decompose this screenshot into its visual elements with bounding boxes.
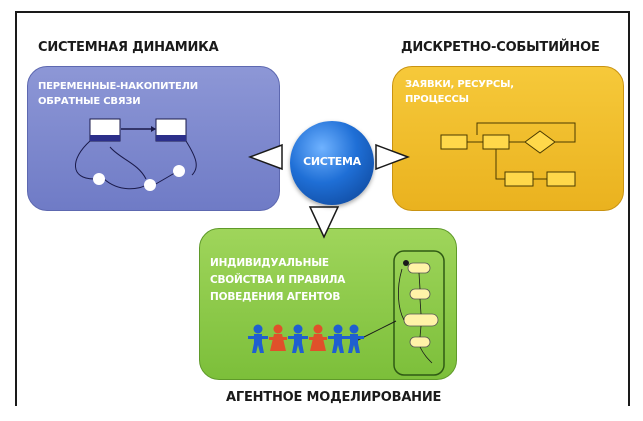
pointer-to-agent-based xyxy=(308,206,340,239)
process-block-2 xyxy=(482,134,510,150)
des-line-2: ПРОЦЕССЫ xyxy=(405,94,469,105)
system-dynamics-panel: ПЕРЕМЕННЫЕ-НАКОПИТЕЛИ ОБРАТНЫЕ СВЯЗИ xyxy=(27,66,280,211)
feedback-loop-left xyxy=(75,140,95,180)
feedback-loop-right xyxy=(185,140,197,176)
process-block-3 xyxy=(504,171,534,187)
discrete-event-title: ДИСКРЕТНО-СОБЫТИЙНОЕ xyxy=(401,40,600,55)
decision-diamond xyxy=(524,130,556,154)
transition-4 xyxy=(419,346,433,364)
abm-line-2: СВОЙСТВА И ПРАВИЛА xyxy=(210,274,346,286)
state-4 xyxy=(409,336,431,348)
feedback-loop-bottom xyxy=(103,178,147,190)
agent-based-description: ИНДИВИДУАЛЬНЫЕ СВОЙСТВА И ПРАВИЛА ПОВЕДЕ… xyxy=(210,255,345,306)
process-flow-illustration xyxy=(440,122,576,187)
flow-arrow-head xyxy=(151,126,156,132)
agent-figure-3 xyxy=(288,324,308,353)
system-center-circle: СИСТЕМА xyxy=(290,121,374,205)
transition-loop xyxy=(398,268,405,321)
sd-line-1: ПЕРЕМЕННЫЕ-НАКОПИТЕЛИ xyxy=(38,81,198,92)
process-block-4 xyxy=(546,171,576,187)
auxiliary-node-2 xyxy=(144,179,156,191)
stock-box-right-level xyxy=(156,135,186,141)
system-dynamics-title: СИСТЕМНАЯ ДИНАМИКА xyxy=(38,40,219,55)
agent-based-panel: ИНДИВИДУАЛЬНЫЕ СВОЙСТВА И ПРАВИЛА ПОВЕДЕ… xyxy=(199,228,457,380)
frame-right-line xyxy=(628,11,630,406)
process-block-1 xyxy=(440,134,468,150)
agent-figure-5 xyxy=(328,324,348,353)
transition-1 xyxy=(418,272,421,290)
feedback-link-diag xyxy=(109,146,147,180)
agent-based-title: АГЕНТНОЕ МОДЕЛИРОВАНИЕ xyxy=(226,390,442,405)
pointer-to-system-dynamics xyxy=(248,143,283,171)
pointer-to-discrete-event xyxy=(375,143,410,171)
system-center-label: СИСТЕМА xyxy=(303,155,361,168)
discrete-event-description: ЗАЯВКИ, РЕСУРСЫ, ПРОЦЕССЫ xyxy=(405,77,514,107)
auxiliary-node-1 xyxy=(93,173,105,185)
sd-line-2: ОБРАТНЫЕ СВЯЗИ xyxy=(38,96,141,107)
transition-3 xyxy=(419,325,422,338)
state-2 xyxy=(409,288,431,300)
agents-illustration xyxy=(248,250,445,376)
agent-figure-1 xyxy=(248,324,268,353)
agent-figure-2 xyxy=(269,324,287,351)
frame-left-line xyxy=(15,11,17,406)
des-line-1: ЗАЯВКИ, РЕСУРСЫ, xyxy=(405,79,514,90)
auxiliary-node-3 xyxy=(173,165,185,177)
statechart-frame xyxy=(393,250,445,376)
transition-2 xyxy=(419,298,422,315)
abm-line-3: ПОВЕДЕНИЯ АГЕНТОВ xyxy=(210,291,341,303)
stock-box-left-level xyxy=(90,135,120,141)
agent-figure-4 xyxy=(309,324,327,351)
stock-flow-illustration xyxy=(75,118,197,191)
frame-top-line xyxy=(15,11,630,13)
agents-group xyxy=(248,324,364,353)
system-dynamics-description: ПЕРЕМЕННЫЕ-НАКОПИТЕЛИ ОБРАТНЫЕ СВЯЗИ xyxy=(38,79,198,109)
state-3 xyxy=(403,313,439,327)
loopback-connector xyxy=(476,122,576,143)
abm-line-1: ИНДИВИДУАЛЬНЫЕ xyxy=(210,257,329,269)
discrete-event-panel: ЗАЯВКИ, РЕСУРСЫ, ПРОЦЕССЫ xyxy=(392,66,624,211)
branch-connector xyxy=(495,149,505,180)
agent-figure-6 xyxy=(344,324,364,353)
state-1 xyxy=(407,262,431,274)
statechart-initial-dot xyxy=(403,260,409,266)
